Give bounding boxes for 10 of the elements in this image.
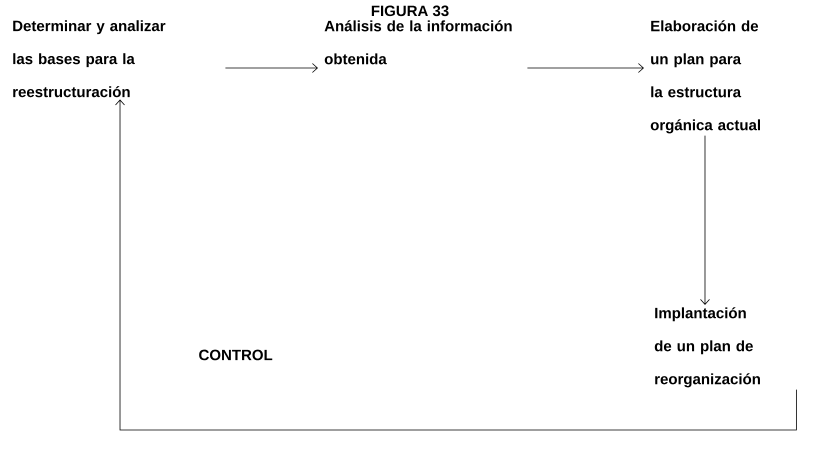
arrow — [225, 63, 318, 73]
arrow — [115, 99, 797, 430]
title: FIGURA 33 — [372, 6, 449, 16]
control-label: CONTROL — [199, 350, 272, 360]
step-text: Determinar y analizar las bases para la reestructuración — [13, 20, 166, 98]
step-text: Análisis de la información obtenida — [324, 20, 512, 64]
step-text: Implantación de un plan de reorganización — [654, 307, 760, 388]
step-text: Elaboración de un plan para la estructura orgánica actual — [650, 20, 760, 134]
arrow — [700, 135, 710, 305]
arrow — [527, 63, 644, 73]
